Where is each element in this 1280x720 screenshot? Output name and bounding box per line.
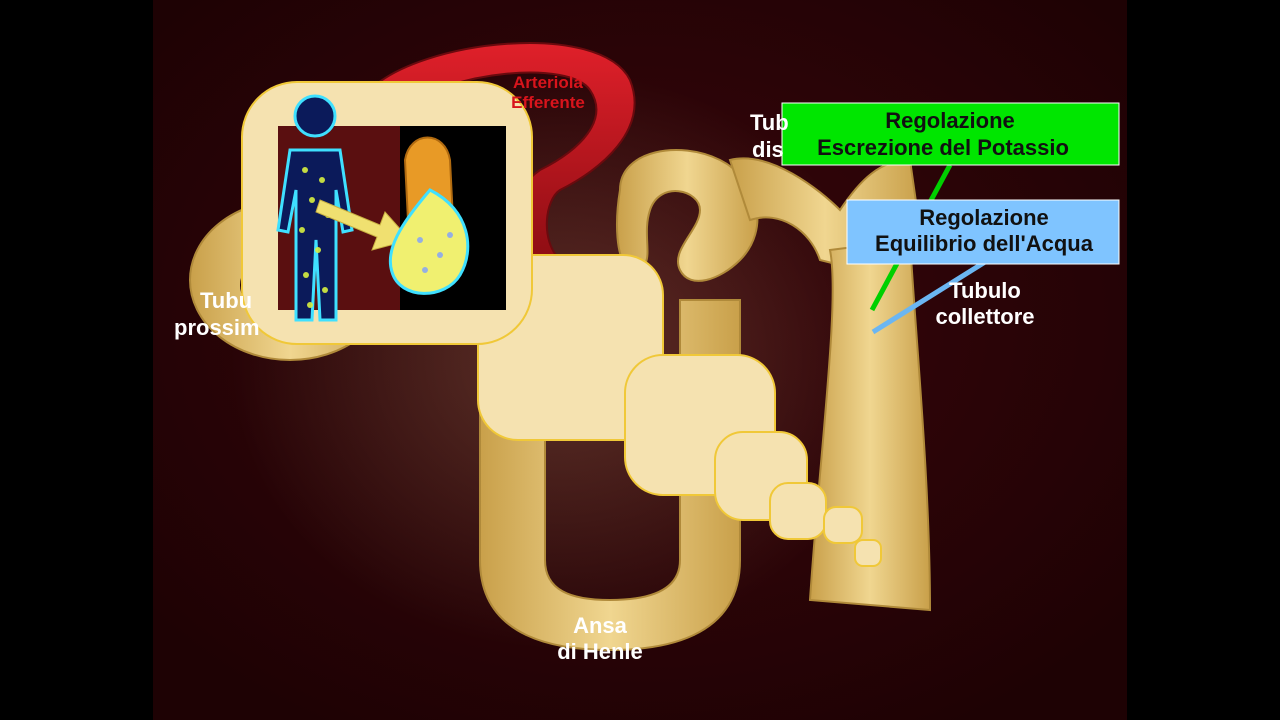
- label-tubulo-prossimale-1: Tubu: [200, 288, 252, 313]
- label-tubulo-distale-1: Tub: [750, 110, 789, 135]
- callout-acqua-line1: Regolazione: [919, 205, 1049, 230]
- label-tubulo-collettore-1: Tubulo: [949, 278, 1021, 303]
- callout-box-potassio: [781, 102, 1120, 166]
- label-arteriola-2: Efferente: [511, 93, 585, 112]
- inset-image: [276, 94, 506, 322]
- label-ansa-2: di Henle: [557, 639, 643, 664]
- callout-potassio-line2: Escrezione del Potassio: [817, 135, 1069, 160]
- label-ansa-1: Ansa: [573, 613, 628, 638]
- callout-potassio-line1: Regolazione: [885, 108, 1015, 133]
- arrow-icon: [315, 199, 411, 251]
- label-tubulo-prossimale-2: prossim: [174, 315, 260, 340]
- callout-box-acqua: [846, 199, 1120, 265]
- droplet-icon: [388, 188, 470, 295]
- human-body-icon: [276, 94, 354, 322]
- callout-line-acqua: [871, 259, 987, 335]
- label-tubulo-distale-2: dis: [752, 137, 784, 162]
- label-arteriola-1: Arteriola: [513, 73, 583, 92]
- callout-acqua-line2: Equilibrio dell'Acqua: [875, 231, 1094, 256]
- label-tubulo-collettore-2: collettore: [935, 304, 1034, 329]
